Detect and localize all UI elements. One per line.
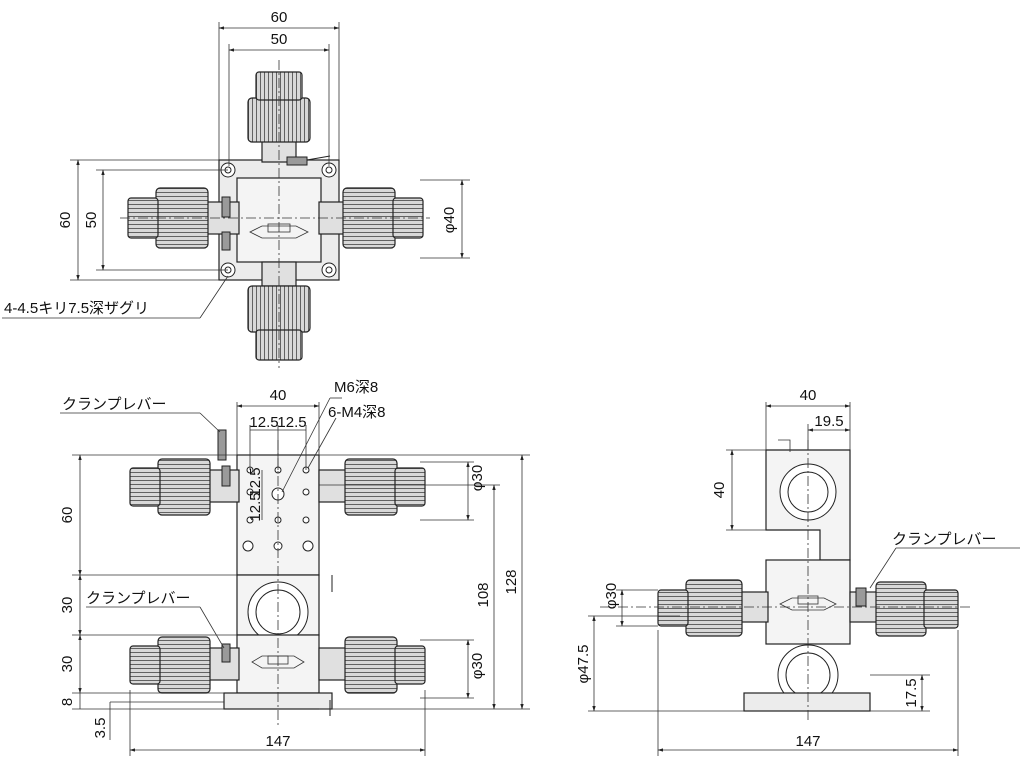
dim-top-phi40: φ40 (441, 207, 458, 233)
side-clamp-lever[interactable] (855, 587, 867, 607)
pitch-y-2: 12.5 (247, 492, 264, 521)
front-dims: 40 12.5 12.5 12.5 12.5 M6深8 6-M4深8 クランプレ… (59, 379, 530, 756)
side-knob-right[interactable] (849, 581, 959, 637)
front-knob-lower-right[interactable] (318, 636, 426, 694)
clamp-lever-mid-label: クランプレバー (86, 590, 191, 607)
front-clamp-levers[interactable] (217, 429, 333, 716)
clamp-lever-top-label: クランプレバー (62, 396, 167, 413)
dim-front-30-b: 30 (59, 656, 76, 673)
front-knob-lower-left[interactable] (129, 636, 240, 694)
thread-holes-label: 6-M4深8 (328, 404, 386, 421)
top-dims: 60 50 60 50 φ40 4-4.5キリ7.5深ザグリ (2, 9, 470, 319)
dim-top-60-v: 60 (57, 212, 74, 229)
side-knob-left[interactable] (657, 579, 769, 637)
dim-front-phi30-bottom: φ30 (469, 653, 486, 679)
top-view: 60 50 60 50 φ40 4-4.5キリ7.5深ザグリ (2, 9, 470, 368)
dim-front-128: 128 (503, 569, 520, 594)
dim-side-phi30: φ30 (603, 583, 620, 609)
side-base (743, 692, 871, 712)
top-dovetail (249, 225, 309, 239)
dim-top-50-v: 50 (83, 212, 100, 229)
top-clamp-levers[interactable] (221, 155, 331, 251)
front-knob-upper-right[interactable] (318, 458, 426, 516)
dim-side-40: 40 (800, 387, 817, 404)
dim-front-60: 60 (59, 507, 76, 524)
counterbore-holes (220, 162, 337, 278)
dim-front-40: 40 (270, 387, 287, 404)
front-knob-upper-left[interactable] (129, 458, 240, 516)
dim-side-phi47-5: φ47.5 (575, 645, 592, 684)
dim-top-60: 60 (271, 9, 288, 26)
side-dims: 40 19.5 40 クランプレバー φ30 φ47.5 17.5 (575, 387, 1020, 756)
dim-side-19-5: 19.5 (814, 413, 843, 430)
dim-top-50: 50 (271, 31, 288, 48)
thread-center-label: M6深8 (334, 379, 378, 396)
pitch-x-1: 12.5 (249, 414, 278, 431)
dim-side-147: 147 (795, 733, 820, 750)
hole-note: 4-4.5キリ7.5深ザグリ (4, 300, 149, 317)
dim-front-phi30-top: φ30 (469, 465, 486, 491)
side-view: 40 19.5 40 クランプレバー φ30 φ47.5 17.5 (575, 387, 1020, 756)
dim-side-40-v: 40 (711, 482, 728, 499)
dim-front-3-5: 3.5 (92, 718, 109, 739)
dim-front-108: 108 (475, 582, 492, 607)
dim-front-8: 8 (59, 698, 76, 706)
front-view: 40 12.5 12.5 12.5 12.5 M6深8 6-M4深8 クランプレ… (59, 379, 530, 756)
dim-side-17-5: 17.5 (903, 678, 920, 707)
dim-front-147: 147 (265, 733, 290, 750)
side-clamp-lever-label: クランプレバー (892, 531, 997, 548)
dim-front-30-a: 30 (59, 597, 76, 614)
pitch-y-1: 12.5 (247, 467, 264, 496)
pitch-x-2: 12.5 (277, 414, 306, 431)
